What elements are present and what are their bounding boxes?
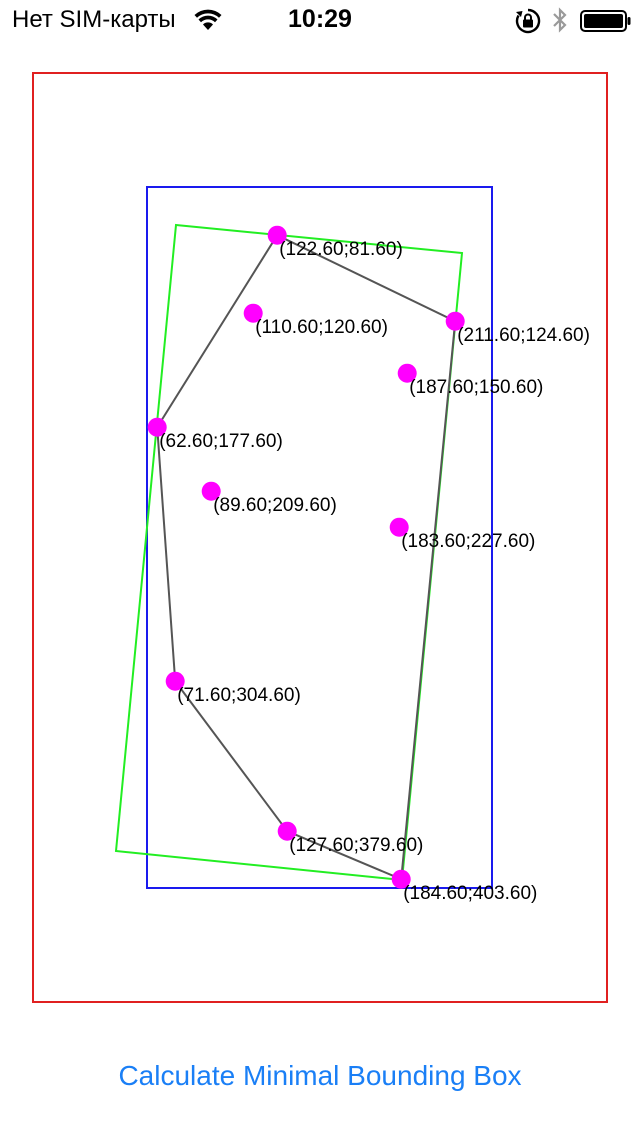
- point-marker[interactable]: [147, 417, 167, 437]
- point-label: (183.60;227.60): [401, 531, 535, 552]
- point-9[interactable]: (184.60;403.60): [391, 869, 538, 905]
- point-label: (187.60;150.60): [409, 377, 543, 398]
- outer-frame: [32, 72, 608, 1003]
- point-0[interactable]: (122.60;81.60): [267, 225, 403, 261]
- calculate-minimal-bounding-box-button[interactable]: Calculate Minimal Bounding Box: [0, 1052, 640, 1100]
- point-2[interactable]: (211.60;124.60): [445, 311, 590, 347]
- point-label: (110.60;120.60): [255, 317, 388, 338]
- carrier-label: Нет SIM-карты: [12, 6, 176, 33]
- point-marker[interactable]: [243, 303, 263, 323]
- point-marker[interactable]: [277, 821, 297, 841]
- point-8[interactable]: (127.60;379.60): [277, 821, 424, 857]
- points-layer: (122.60;81.60) (110.60;120.60) (211.60;124…: [147, 225, 590, 905]
- point-marker[interactable]: [397, 363, 417, 383]
- point-marker[interactable]: [267, 225, 287, 245]
- point-6[interactable]: (183.60;227.60): [389, 517, 536, 553]
- point-marker[interactable]: [391, 869, 411, 889]
- wifi-icon: [194, 9, 222, 30]
- point-7[interactable]: (71.60;304.60): [165, 671, 301, 707]
- bluetooth-icon: [553, 7, 567, 33]
- point-5[interactable]: (89.60;209.60): [201, 481, 337, 517]
- point-3[interactable]: (187.60;150.60): [397, 363, 544, 399]
- point-label: (184.60;403.60): [403, 883, 537, 904]
- status-bar: Нет SIM-карты 10:29: [0, 0, 640, 40]
- rotation-lock-icon: [515, 8, 541, 34]
- point-label: (62.60;177.60): [159, 431, 283, 452]
- point-label: (71.60;304.60): [177, 685, 301, 706]
- point-4[interactable]: (62.60;177.60): [147, 417, 283, 453]
- clock: 10:29: [288, 5, 352, 33]
- point-marker[interactable]: [445, 311, 465, 331]
- point-label: (127.60;379.60): [289, 835, 423, 856]
- point-1[interactable]: (110.60;120.60): [243, 303, 388, 339]
- point-marker[interactable]: [165, 671, 185, 691]
- point-label: (211.60;124.60): [457, 325, 590, 346]
- point-marker[interactable]: [201, 481, 221, 501]
- point-marker[interactable]: [389, 517, 409, 537]
- battery-icon: [580, 10, 631, 32]
- point-label: (122.60;81.60): [279, 239, 403, 260]
- point-label: (89.60;209.60): [213, 495, 337, 516]
